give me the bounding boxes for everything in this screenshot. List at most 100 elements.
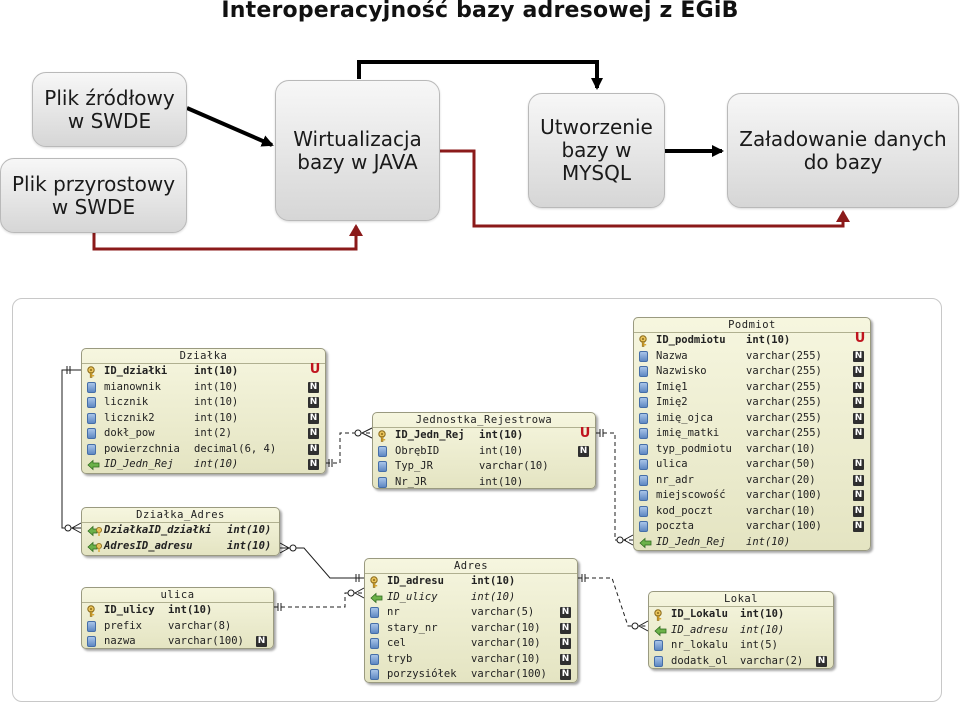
field-name: licznik <box>104 396 149 408</box>
field-name: ID_adresu <box>671 623 728 636</box>
field-type: int(10) <box>471 575 516 587</box>
field-type: varchar(20) <box>746 473 816 486</box>
virtualization-label: Wirtualizacja bazy w JAVA <box>293 126 422 174</box>
nullable-badge: N <box>308 397 319 408</box>
primary-key-icon <box>370 576 381 588</box>
column-icon <box>639 381 648 393</box>
field-name: ID_Jedn_Rej <box>656 535 726 548</box>
column-icon <box>87 381 96 393</box>
field-name: ID_działki <box>104 365 168 377</box>
field-name: ID_ulicy <box>104 604 155 616</box>
table-title: Jednostka_Rejestrowa <box>373 413 595 428</box>
field-name: ID_Jedn_Rej <box>395 429 465 441</box>
column-icon <box>639 350 648 362</box>
field-name: AdresID_adresu <box>104 539 193 552</box>
field-type: int(10) <box>194 365 239 377</box>
field-type: int(5) <box>740 639 778 651</box>
field-name: dodatk_ol <box>671 654 728 667</box>
field-type: int(10) <box>471 590 516 603</box>
nullable-badge: N <box>308 443 319 455</box>
table-title: Działka_Adres <box>82 508 279 523</box>
nullable-badge: N <box>853 490 864 501</box>
field-type: varchar(255) <box>746 365 822 377</box>
field-name: typ_podmiotu <box>656 442 732 455</box>
incremental-file-label: Plik przyrostowy w SWDE <box>11 171 176 219</box>
field-type: varchar(50) <box>746 458 816 470</box>
column-icon <box>87 428 96 439</box>
field-type: varchar(255) <box>746 380 822 393</box>
column-icon <box>87 636 96 647</box>
field-type: int(2) <box>194 427 232 439</box>
column-icon <box>370 638 379 649</box>
field-name: prefix <box>104 619 142 632</box>
create-db-label: Utworzenie bazy w MYSQL <box>540 115 653 185</box>
field-type: varchar(100) <box>746 489 822 501</box>
field-type: varchar(255) <box>746 396 822 408</box>
field-name: Nazwa <box>656 349 688 362</box>
field-type: int(10) <box>168 604 213 616</box>
column-icon <box>87 397 96 408</box>
page-title: Interoperacyjność bazy adresowej z EGiB <box>221 0 739 23</box>
field-name: Imię1 <box>656 380 688 393</box>
field-name: imię_matki <box>656 427 720 439</box>
table-field-row[interactable]: ID_ulicy int(10) <box>365 590 577 606</box>
column-icon <box>654 655 663 667</box>
nullable-badge: N <box>853 459 864 470</box>
nullable-badge: N <box>256 636 267 647</box>
field-name: Nazwisko <box>656 365 707 377</box>
field-name: Imię2 <box>656 396 688 408</box>
nullable-badge: N <box>560 622 571 634</box>
field-name: ID_ulicy <box>387 590 438 603</box>
primary-key-icon <box>639 335 650 347</box>
table-field-row[interactable]: ID_ulicy int(10) <box>82 603 273 619</box>
field-type: int(10) <box>740 608 785 620</box>
field-name: DziałkaID_działki <box>104 524 212 536</box>
